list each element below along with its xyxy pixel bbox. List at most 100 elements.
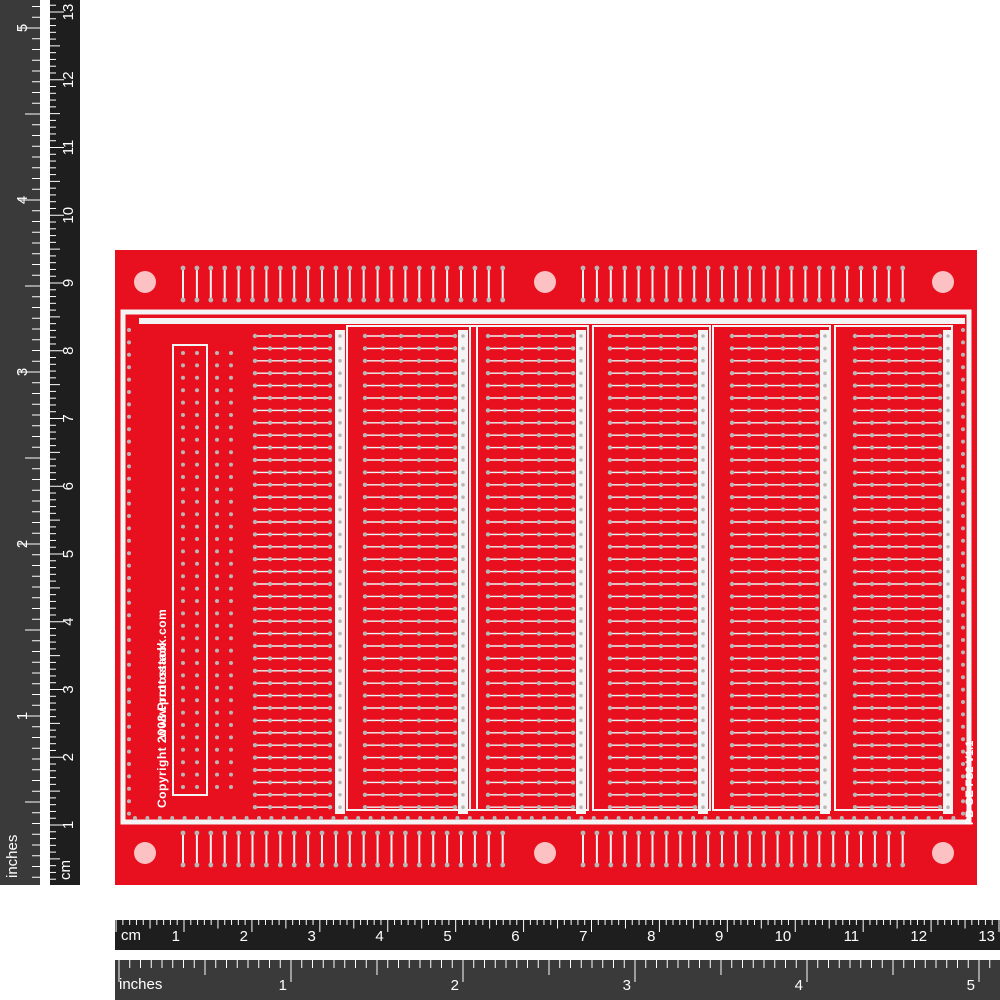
strip-pad [746,495,752,500]
strip-pad [763,470,769,475]
rail-pad [701,520,705,524]
edge-pad [961,675,965,680]
edge-pad [393,816,398,820]
strip-pad [675,656,681,661]
strip-pad [452,594,458,599]
strip-pad [502,780,508,785]
rail-pad [338,346,342,351]
strip-pad [780,569,786,574]
top-header-left-pad [194,265,200,271]
strip-pad [763,705,769,711]
strip-pad [797,371,803,376]
top-header-left-pad [291,297,297,303]
top-header-left-pad [416,265,422,271]
strip-pad [519,668,525,673]
strip-pad [869,557,875,562]
strip-pad [536,705,542,711]
rail-pad [823,669,827,673]
strip-pad [282,383,288,388]
edge-pad [127,724,131,729]
strip-pad [327,519,333,525]
strip-pad [903,395,909,401]
strip-pad [252,631,258,636]
strip-pad [282,395,288,401]
strip-pad [852,408,858,413]
edge-pad [127,526,131,531]
bottom-header-left-pad [264,830,269,836]
edge-pad [127,427,131,432]
edge-pad [877,816,881,820]
strip-pad [869,681,875,686]
edge-pad [839,816,844,820]
strip-pad [780,544,786,549]
strip-pad [624,594,630,599]
strip-pad [903,420,909,425]
rail-pad [338,582,342,586]
grid-pad [195,400,199,405]
strip-pad [797,780,803,785]
strip-pad [282,470,288,475]
edge-pad [728,816,733,820]
strip-pad [624,743,630,748]
strip-pad [297,606,303,611]
strip-pad [502,743,508,748]
rail-pad [579,780,583,785]
strip-pad [692,395,698,401]
strip-pad [624,730,630,735]
strip-pad [746,681,752,686]
rail-pad [338,793,342,797]
edge-pad [127,737,131,742]
strip-pad [553,631,559,636]
edge-pad [961,464,965,469]
strip-pad [729,507,735,512]
strip-pad [658,668,664,673]
strip-pad [380,631,386,636]
ruler-label: 10 [775,928,792,945]
strip-pad [729,792,735,797]
strip-pad [658,780,664,785]
rail-pad [823,507,827,512]
strip-pad [886,433,892,438]
strip-pad [692,767,698,773]
bottom-header-left-pad [333,830,339,836]
bottom-header-left-pad [486,830,492,836]
strip-pad [692,495,698,500]
strip-pad [536,755,542,760]
strip-pad [658,544,664,549]
strip-pad [641,606,647,611]
strip-pad [920,445,926,450]
strip-pad [852,705,858,711]
strip-pad [380,371,386,376]
edge-pad [579,816,584,820]
rail-pad [823,681,827,685]
strip-pad [937,445,943,450]
strip-pad [814,383,820,388]
strip-pad [886,668,892,673]
strip-pad [920,656,926,661]
strip-pad [416,705,422,711]
rail-pad [823,557,827,561]
strip-pad [814,482,820,487]
bottom-header-right-pad [816,862,822,868]
ruler-label: 2 [240,928,248,945]
strip-pad [852,581,858,587]
strip-pad [519,333,525,339]
strip-pad [502,767,508,773]
rail-pad [461,693,465,698]
ruler-label: 8 [60,347,77,355]
top-header-left-pad [375,265,380,271]
strip-pad [570,519,576,525]
strip-pad [485,705,491,711]
rail-pad [338,594,342,599]
strip-pad [763,532,769,537]
rail-pad [823,718,827,723]
strip-pad [624,470,630,475]
rail-pad [701,545,705,549]
strip-pad [920,693,926,698]
strip-pad [536,792,542,797]
strip-pad [267,433,273,438]
grid-pad [181,537,185,541]
strip-pad [282,433,288,438]
strip-pad [327,457,333,463]
